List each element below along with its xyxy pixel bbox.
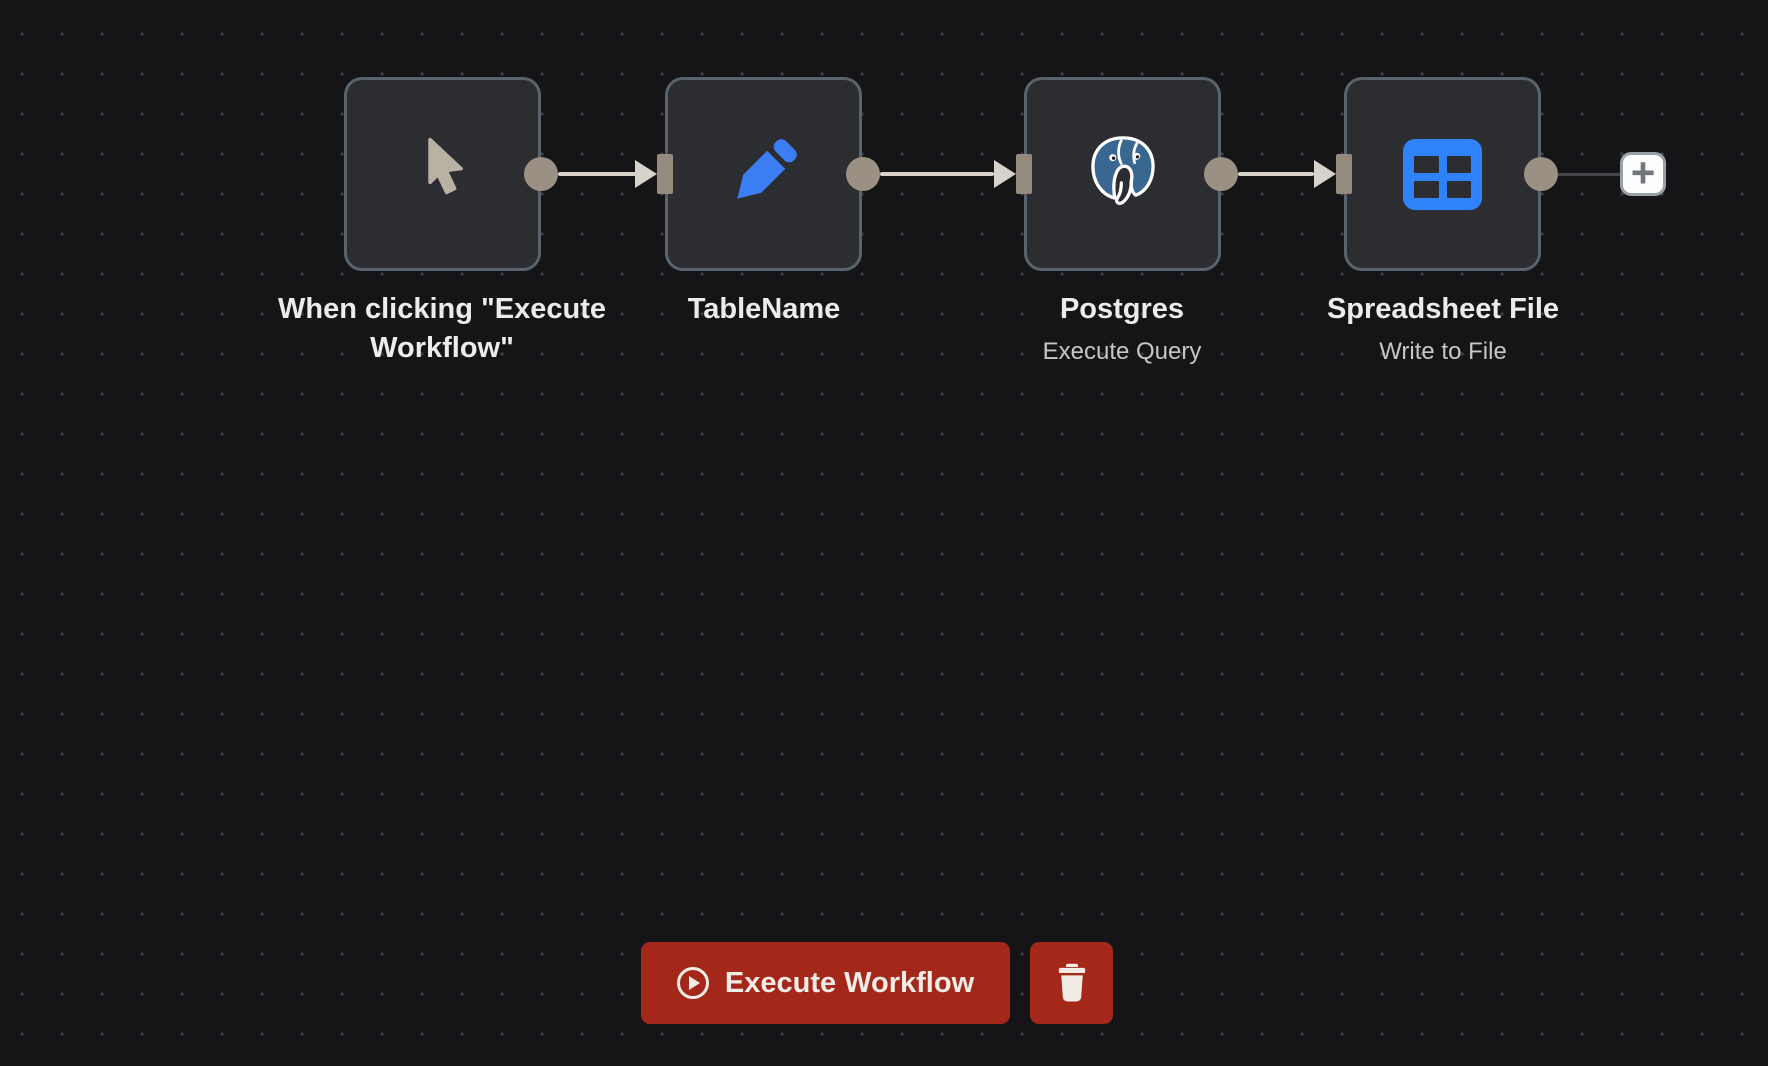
pencil-icon xyxy=(720,128,808,221)
node-label-tablename: TableName xyxy=(554,290,974,329)
node-manual-trigger[interactable] xyxy=(344,77,541,271)
node-label-line: Workflow" xyxy=(370,332,514,364)
node-label-line: TableName xyxy=(687,293,841,325)
table-icon-cell xyxy=(1446,180,1471,198)
connection-arrow-icon xyxy=(994,160,1016,188)
table-icon xyxy=(1403,138,1482,210)
output-connector[interactable] xyxy=(846,157,880,191)
node-label-line: Spreadsheet File xyxy=(1326,293,1560,325)
postgres-elephant-icon xyxy=(1082,131,1164,218)
node-label-spreadsheet-file: Spreadsheet File xyxy=(1233,290,1653,329)
table-icon-cell xyxy=(1414,180,1439,198)
add-connection-line xyxy=(1558,172,1620,176)
add-node-button[interactable]: + xyxy=(1620,148,1666,196)
node-tablename[interactable] xyxy=(665,77,862,271)
node-subtitle-postgres: Execute Query xyxy=(1042,338,1202,365)
connection-arrow-icon xyxy=(1314,160,1336,188)
output-connector[interactable] xyxy=(1524,157,1558,191)
play-icon xyxy=(676,967,709,999)
output-connector[interactable] xyxy=(524,157,558,191)
connection-line xyxy=(880,172,994,176)
trash-icon xyxy=(1054,961,1090,1006)
input-connector xyxy=(1016,154,1032,194)
node-label-line: Postgres xyxy=(1059,293,1185,325)
node-label-line: When clicking "Execute xyxy=(277,293,606,325)
input-connector xyxy=(1336,154,1352,194)
input-connector xyxy=(657,154,673,194)
node-label-manual-trigger: When clicking "Execute Workflow" xyxy=(232,290,652,368)
table-icon-cell xyxy=(1446,155,1471,173)
execute-workflow-button[interactable]: Execute Workflow xyxy=(641,942,1010,1024)
execute-workflow-label: Execute Workflow xyxy=(724,966,975,999)
cursor-icon xyxy=(412,132,474,217)
output-connector[interactable] xyxy=(1204,157,1238,191)
node-postgres[interactable] xyxy=(1024,77,1221,271)
connection-arrow-icon xyxy=(635,160,657,188)
table-icon-cell xyxy=(1414,155,1439,173)
node-subtitle-spreadsheet-file: Write to File xyxy=(1379,338,1507,365)
plus-icon: + xyxy=(1630,148,1656,196)
node-label-postgres: Postgres xyxy=(912,290,1332,329)
connection-line xyxy=(1238,172,1314,176)
connection-line xyxy=(558,172,636,176)
delete-workflow-button[interactable] xyxy=(1030,942,1113,1024)
node-spreadsheet-file[interactable] xyxy=(1344,77,1541,271)
